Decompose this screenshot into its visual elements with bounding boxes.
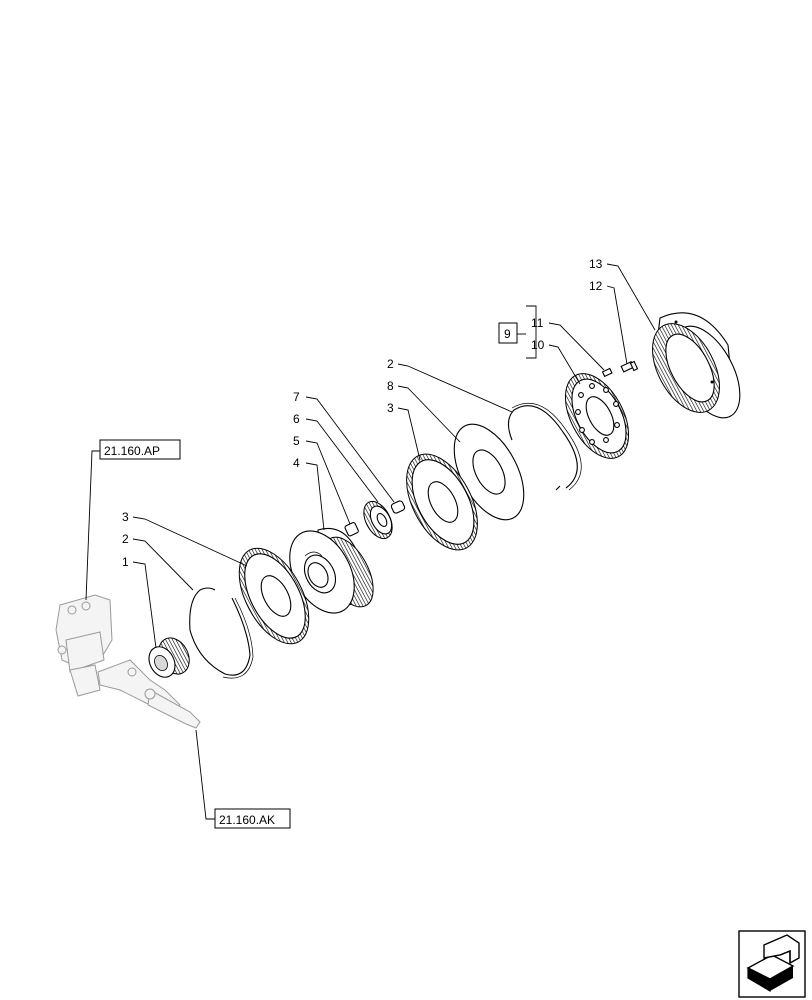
reference-housing-assembly [55,594,201,729]
bushing-part-5 [344,522,359,537]
callout-8: 8 [387,379,394,393]
callout-3-upper: 3 [387,401,394,415]
next-page-arrow-icon[interactable] [738,930,806,998]
callout-2-upper: 2 [387,357,394,371]
ring-gear-part-13 [652,312,741,419]
callout-labels: 13 12 11 10 2 8 3 7 6 5 4 3 2 1 [122,257,603,569]
svg-text:9: 9 [504,327,511,341]
callout-3-lower: 3 [122,510,129,524]
callout-6: 6 [293,412,300,426]
planet-gear-part-6 [363,500,393,540]
planet-carrier-part-4 [289,528,374,614]
reference-ak-label: 21.160.AK [219,813,275,827]
bearing-part-1 [148,637,190,678]
callout-5: 5 [293,434,300,448]
snap-ring-part-2-lower [189,587,254,679]
callout-2-lower: 2 [122,532,129,546]
callout-11: 11 [531,316,544,330]
reference-box-21-160-ap[interactable]: 21.160.AP [99,439,181,460]
pin-part-7 [390,500,406,514]
reference-box-21-160-ak[interactable]: 21.160.AK [214,808,291,829]
bolt-part-11 [601,367,613,378]
toothed-disc-part-3-lower [238,547,310,645]
carrier-plate-part-10 [564,373,630,459]
kit-callout-9[interactable]: 9 [498,322,518,344]
reference-ap-label: 21.160.AP [104,444,160,458]
callout-1: 1 [122,555,129,569]
toothed-disc-part-3-upper [406,453,478,551]
leader-lines [85,263,656,820]
callout-10: 10 [531,338,545,352]
callout-7: 7 [293,390,300,404]
callout-4: 4 [293,456,300,470]
snap-ring-part-2-upper [507,402,582,491]
callout-12: 12 [589,279,603,293]
callout-13: 13 [589,257,603,271]
bolt-part-12 [620,360,639,373]
